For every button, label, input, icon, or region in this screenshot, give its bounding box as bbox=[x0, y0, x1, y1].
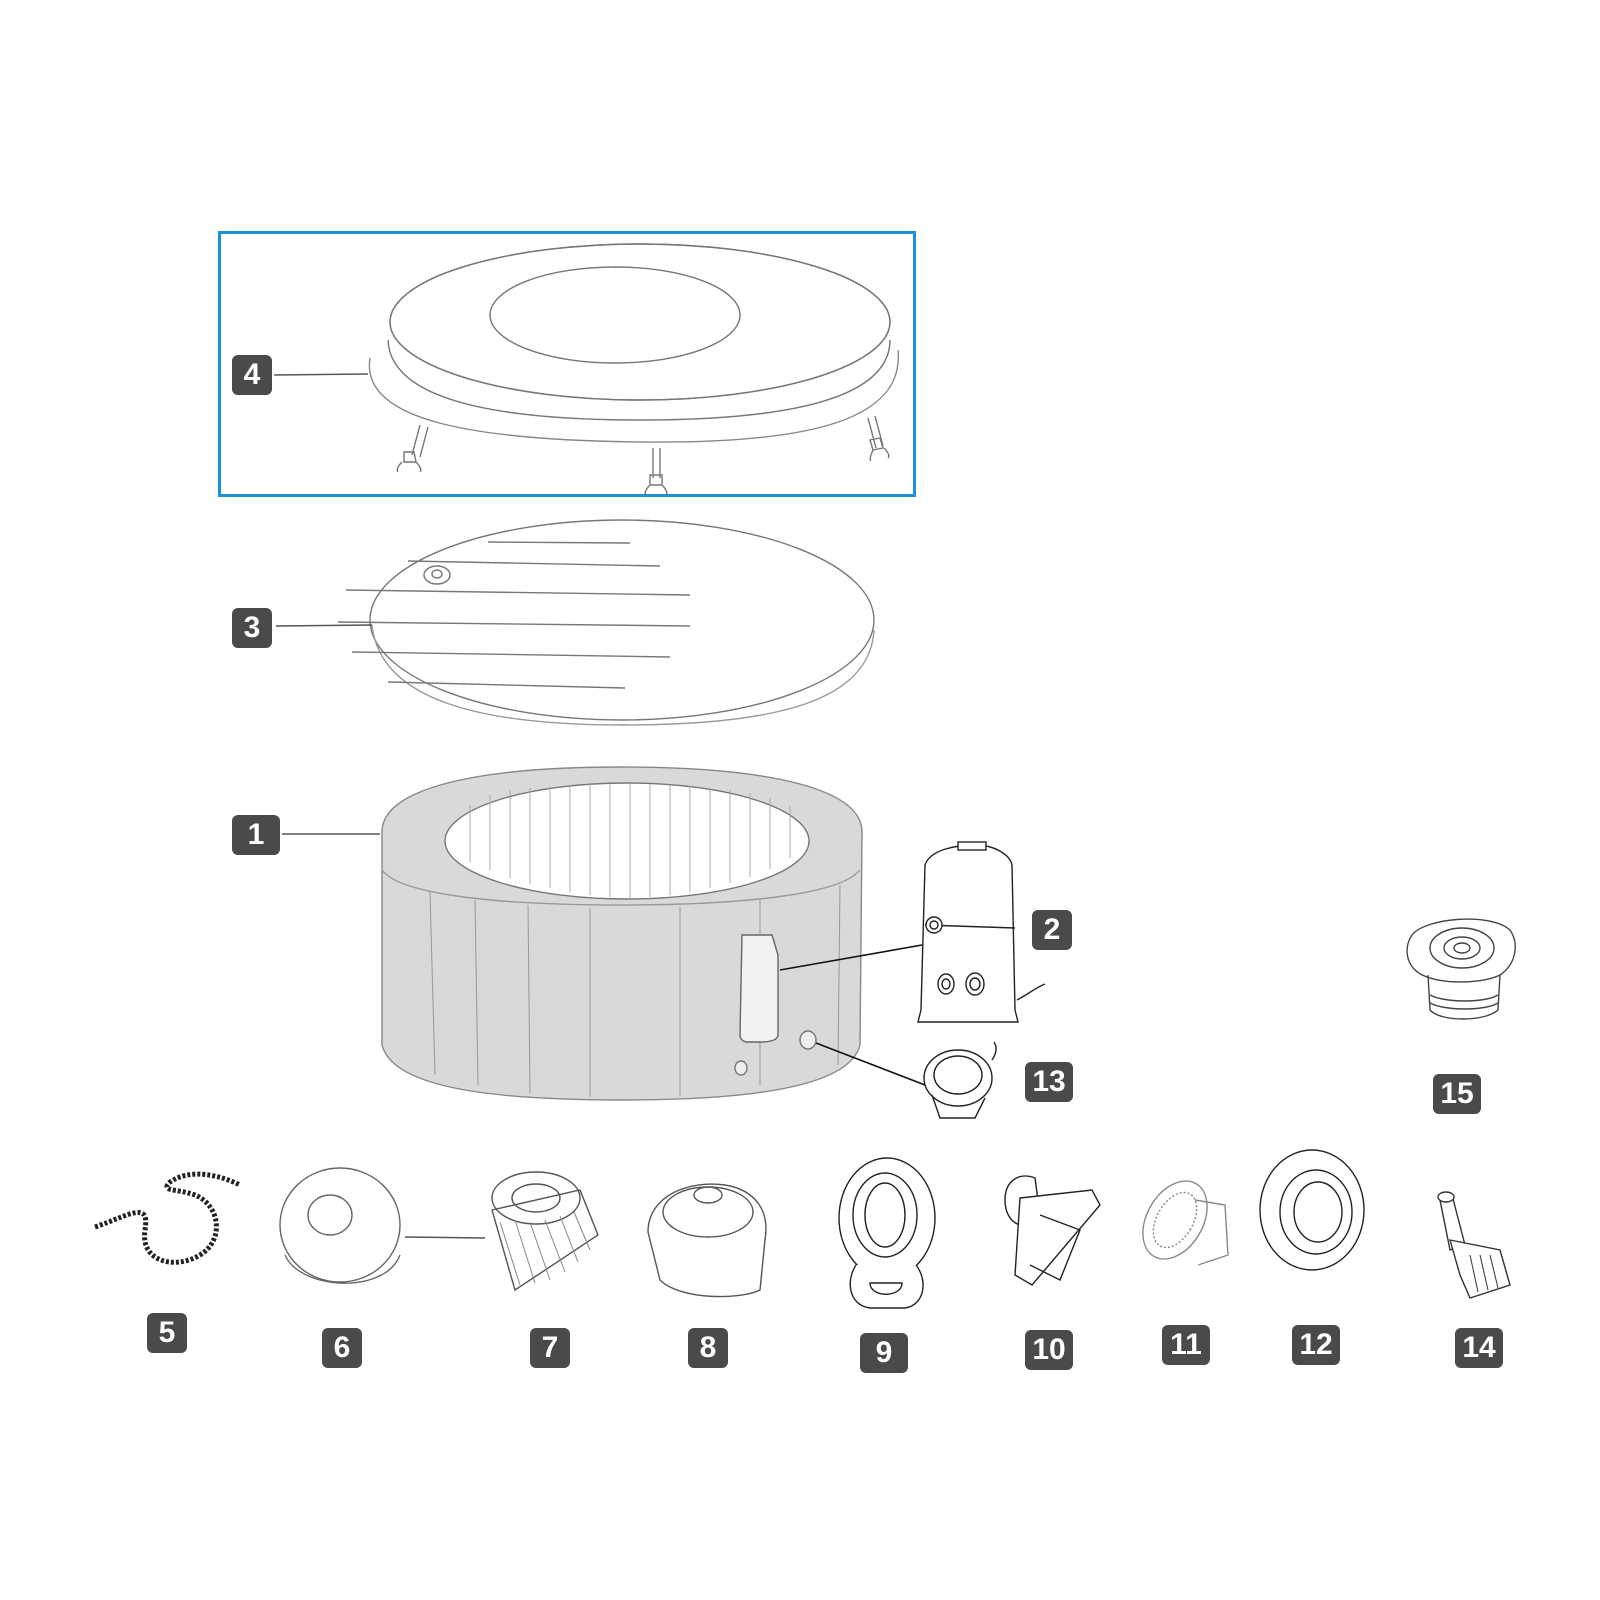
part-badge-14[interactable]: 14 bbox=[1455, 1328, 1503, 1368]
part-badge-10[interactable]: 10 bbox=[1025, 1330, 1073, 1370]
lid-bladder-illustration[interactable] bbox=[337, 519, 875, 726]
part-badge-7[interactable]: 7 bbox=[530, 1328, 570, 1368]
part-number: 4 bbox=[243, 358, 261, 391]
leader-line-3 bbox=[275, 624, 373, 627]
part-badge-13[interactable]: 13 bbox=[1025, 1062, 1073, 1102]
part-number: 14 bbox=[1462, 1331, 1496, 1364]
leader-line-13 bbox=[815, 1042, 926, 1086]
spa-body-illustration[interactable] bbox=[381, 766, 863, 1101]
part-number: 3 bbox=[243, 611, 261, 644]
part-badge-15[interactable]: 15 bbox=[1433, 1074, 1481, 1114]
part-number: 15 bbox=[1440, 1077, 1474, 1110]
wrench-illustration[interactable] bbox=[838, 1157, 936, 1309]
part-number: 6 bbox=[333, 1331, 351, 1364]
part-badge-9[interactable]: 9 bbox=[860, 1333, 908, 1373]
filter-housing-base-illustration[interactable] bbox=[647, 1183, 767, 1298]
part-number: 11 bbox=[1170, 1328, 1202, 1361]
part-number: 5 bbox=[158, 1316, 176, 1349]
valve-adapter-illustration[interactable] bbox=[1004, 1175, 1101, 1286]
part-badge-3[interactable]: 3 bbox=[232, 608, 272, 648]
part-badge-4[interactable]: 4 bbox=[232, 355, 272, 395]
part-number: 7 bbox=[541, 1331, 559, 1364]
part-badge-2[interactable]: 2 bbox=[1032, 910, 1072, 950]
spa-cover-illustration[interactable] bbox=[368, 243, 899, 496]
part-badge-5[interactable]: 5 bbox=[147, 1313, 187, 1353]
leader-line-6-7 bbox=[404, 1236, 486, 1239]
part-badge-11[interactable]: 11 bbox=[1162, 1325, 1210, 1365]
drain-adapter-illustration[interactable] bbox=[1437, 1191, 1511, 1299]
filter-cartridge-illustration[interactable] bbox=[491, 1171, 599, 1292]
part-badge-8[interactable]: 8 bbox=[688, 1328, 728, 1368]
leader-line-2 bbox=[779, 944, 923, 971]
part-number: 10 bbox=[1032, 1333, 1066, 1366]
part-number: 9 bbox=[875, 1336, 893, 1369]
strainer-connector-illustration[interactable] bbox=[1130, 1170, 1229, 1271]
part-number: 12 bbox=[1299, 1328, 1333, 1361]
lock-ring-illustration[interactable] bbox=[1259, 1149, 1365, 1271]
part-number: 13 bbox=[1032, 1065, 1066, 1098]
drain-valve-cap-illustration[interactable] bbox=[923, 1041, 997, 1119]
part-number: 2 bbox=[1043, 913, 1061, 946]
part-number: 8 bbox=[699, 1331, 717, 1364]
inflation-hose-illustration[interactable] bbox=[94, 1171, 242, 1265]
part-badge-1[interactable]: 1 bbox=[232, 815, 280, 855]
part-badge-6[interactable]: 6 bbox=[322, 1328, 362, 1368]
strainer-cap-illustration[interactable] bbox=[1406, 918, 1516, 1020]
leader-line-4 bbox=[273, 373, 369, 376]
part-badge-12[interactable]: 12 bbox=[1292, 1325, 1340, 1365]
pump-illustration[interactable] bbox=[917, 841, 1046, 1023]
part-number: 1 bbox=[247, 818, 265, 851]
filter-housing-illustration[interactable] bbox=[279, 1167, 401, 1284]
